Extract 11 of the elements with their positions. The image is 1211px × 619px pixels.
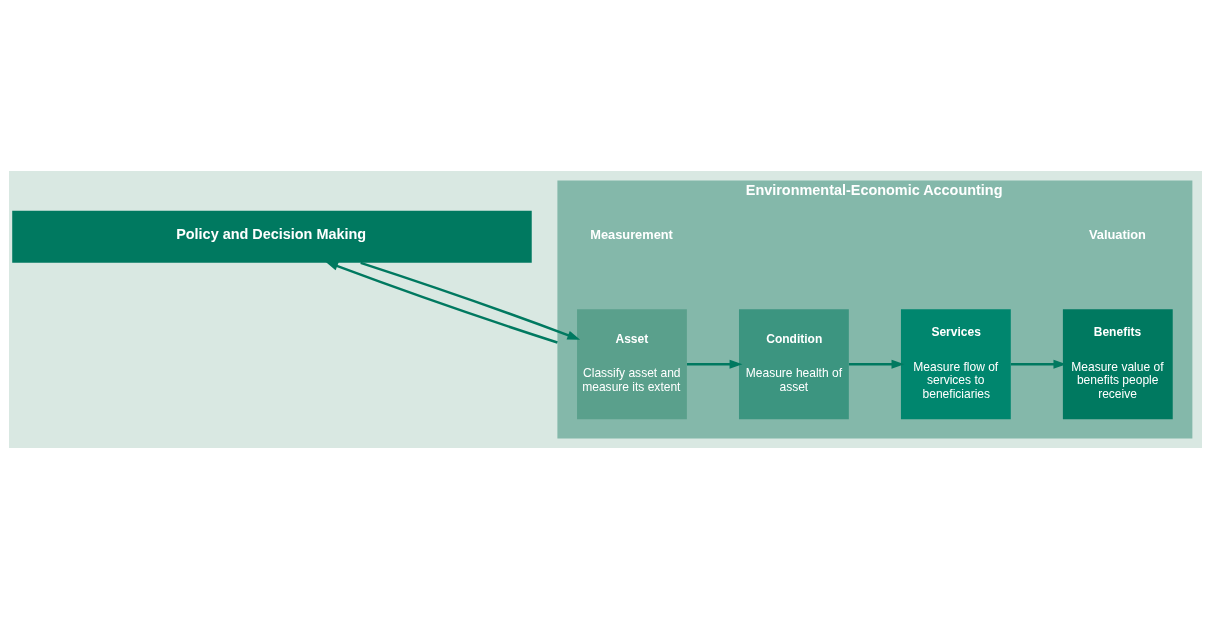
label: Measurement (590, 226, 673, 242)
node-box: Policy and Decision Making (12, 210, 532, 263)
node-box: Condition Measure health of asset (739, 309, 849, 420)
node-box: Asset Classify asset and measure its extent (577, 309, 687, 420)
label: Valuation (1088, 226, 1146, 242)
arrow (848, 359, 905, 369)
arrow (360, 261, 581, 340)
arrow (687, 359, 743, 369)
node-box: Benefits Measure value of benefits people receive (1062, 309, 1173, 420)
arrow (325, 261, 558, 344)
node-box: Services Measure flow of services to beneficiaries (900, 309, 1011, 420)
